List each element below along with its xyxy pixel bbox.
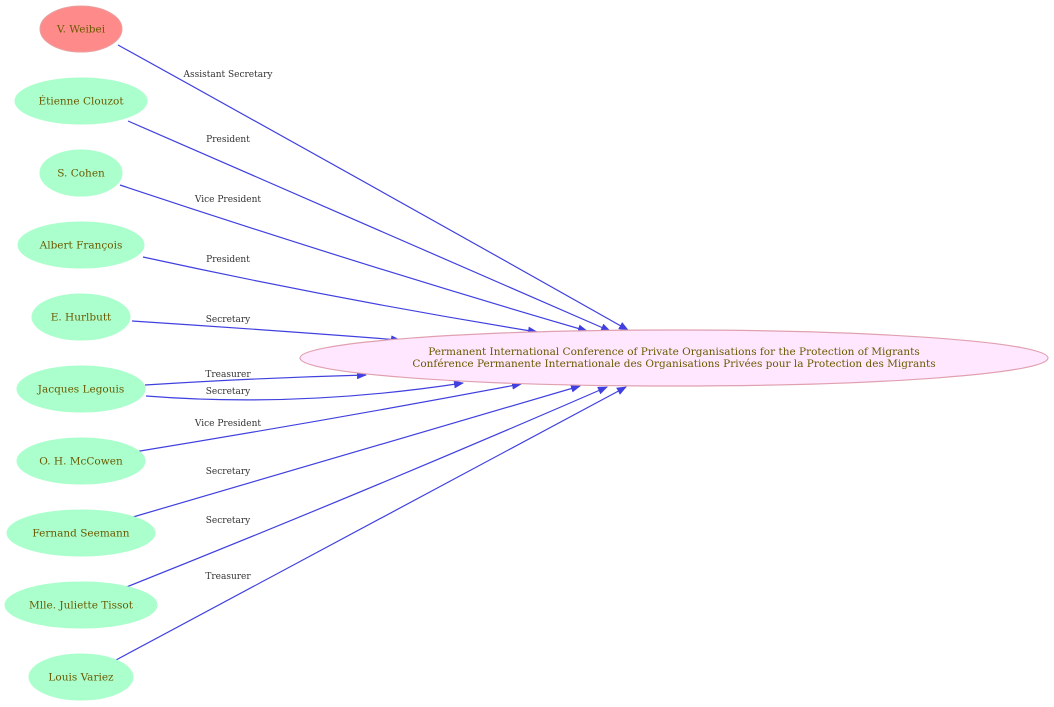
edge-1: Assistant Secretary (117, 44, 629, 331)
person-name: Mlle. Juliette Tissot (29, 600, 134, 612)
person-node[interactable]: Jacques Legouis (16, 365, 146, 413)
person-name: V. Weibei (56, 24, 106, 36)
person-name: Fernand Seemann (32, 528, 129, 540)
edge-line (132, 384, 581, 518)
person-name: Louis Variez (48, 672, 114, 684)
edge-line (144, 371, 367, 386)
edge-2: President (127, 120, 611, 332)
person-ellipse[interactable] (4, 581, 158, 629)
person-ellipse[interactable] (39, 5, 123, 53)
organisation-name-en: Permanent International Conference of Pr… (428, 346, 920, 358)
edge-line (145, 380, 464, 401)
edge-line (117, 44, 629, 331)
edge-label: President (206, 135, 250, 145)
edge-6: Treasurer (144, 370, 367, 386)
edge-label: Secretary (206, 516, 251, 526)
person-ellipse[interactable] (16, 365, 146, 413)
person-ellipse[interactable] (28, 653, 134, 701)
person-ellipse[interactable] (14, 77, 148, 125)
person-node[interactable]: Étienne Clouzot (14, 77, 148, 125)
edge-10: Secretary (123, 386, 608, 589)
edge-line (123, 386, 608, 589)
edge-label: President (206, 255, 250, 265)
person-name: O. H. McCowen (39, 456, 123, 468)
edge-label: Assistant Secretary (182, 70, 273, 80)
person-node[interactable]: V. Weibei (39, 5, 123, 53)
edge-line (119, 184, 588, 333)
edge-line (131, 320, 401, 344)
edge-line (133, 381, 522, 453)
person-node[interactable]: E. Hurlbutt (31, 293, 131, 341)
person-node[interactable]: S. Cohen (39, 149, 123, 197)
edge-label: Vice President (194, 195, 262, 205)
person-name: Albert François (39, 240, 123, 252)
person-ellipse[interactable] (6, 509, 156, 557)
person-ellipse[interactable] (17, 221, 145, 269)
edge-line (142, 256, 538, 335)
edge-7: Secretary (145, 380, 464, 401)
edge-4: President (142, 255, 538, 335)
edge-line (115, 386, 627, 661)
edge-label: Secretary (206, 467, 251, 477)
person-node[interactable]: Louis Variez (28, 653, 134, 701)
organisation-node[interactable]: Permanent International Conference of Pr… (299, 329, 1049, 387)
edge-3: Vice President (119, 184, 588, 333)
organisation-name-fr: Conférence Permanente Internationale des… (412, 358, 935, 370)
edge-9: Secretary (132, 384, 581, 518)
person-ellipse[interactable] (31, 293, 131, 341)
person-node[interactable]: Mlle. Juliette Tissot (4, 581, 158, 629)
edge-label: Treasurer (205, 572, 251, 582)
edge-5: Secretary (131, 315, 401, 344)
person-ellipse[interactable] (39, 149, 123, 197)
person-name: Jacques Legouis (37, 384, 125, 396)
person-node[interactable]: Fernand Seemann (6, 509, 156, 557)
person-node[interactable]: Albert François (17, 221, 145, 269)
person-name: Étienne Clouzot (38, 94, 124, 108)
edge-8: Vice President (133, 381, 522, 453)
edge-line (127, 120, 611, 332)
person-name: S. Cohen (57, 168, 105, 180)
person-name: E. Hurlbutt (51, 312, 112, 324)
edge-label: Secretary (206, 315, 251, 325)
organisation-ellipse[interactable] (299, 329, 1049, 387)
edge-label: Vice President (194, 419, 262, 429)
person-node[interactable]: O. H. McCowen (16, 437, 146, 485)
edge-label: Secretary (206, 387, 251, 397)
edge-11: Treasurer (115, 386, 627, 661)
edge-label: Treasurer (205, 370, 251, 380)
person-ellipse[interactable] (16, 437, 146, 485)
